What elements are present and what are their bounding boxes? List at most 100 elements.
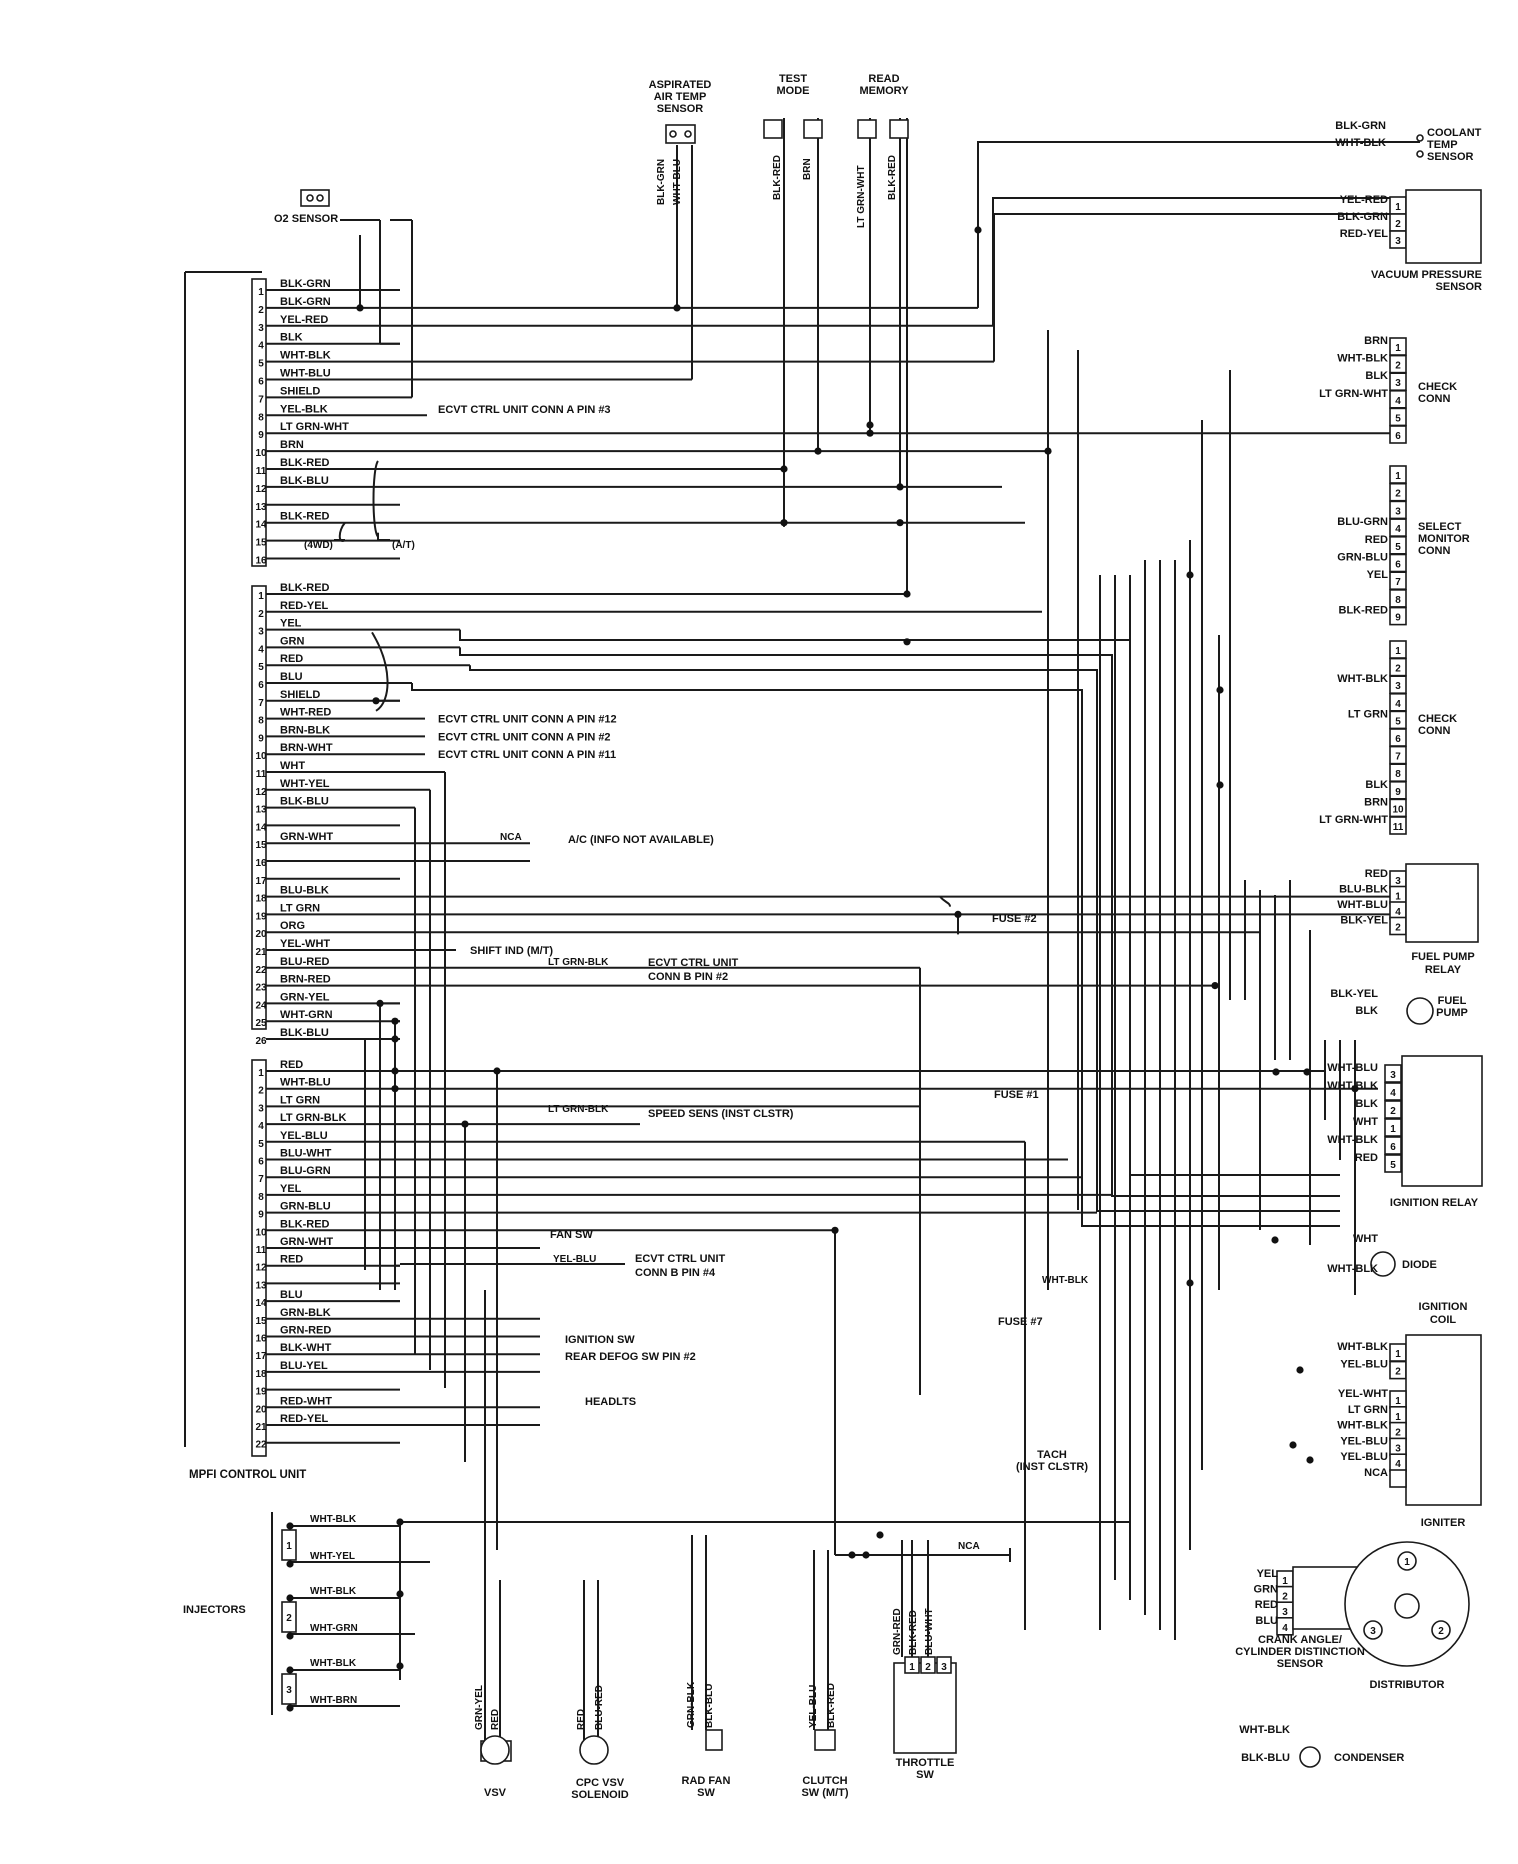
rad-fan-sw-body [705, 1729, 723, 1751]
label: 1 [909, 1662, 915, 1673]
wire-label: BLK [1365, 370, 1388, 382]
label: NCA [500, 832, 522, 843]
junction-dot [896, 483, 904, 491]
junction-dot [903, 590, 911, 598]
label: WHT-YEL [310, 1551, 355, 1562]
label: MONITOR [1418, 533, 1470, 545]
pin-number: 2 [1395, 489, 1401, 500]
label: RED [490, 1709, 501, 1730]
junction-dot [356, 304, 364, 312]
label: CPC VSV [576, 1777, 625, 1789]
label: SENSOR [1427, 151, 1474, 163]
label: GRN-RED [892, 1608, 903, 1655]
wire-label: BLU-GRN [1337, 516, 1388, 528]
wire-label: WHT-BLK [1337, 353, 1388, 365]
ecu-pin-number: 11 [256, 466, 267, 477]
wire-label: GRN [1254, 1584, 1279, 1596]
label: IGNITION RELAY [1390, 1197, 1479, 1209]
label: HEADLTS [585, 1396, 636, 1408]
wire-label: RED [1365, 534, 1388, 546]
coil-igniter-body [1405, 1334, 1482, 1506]
connector-pin [1389, 816, 1407, 835]
wire-label: BLK-YEL [1330, 988, 1378, 1000]
wire [469, 665, 1340, 1212]
ecu-pin-number: 13 [255, 805, 267, 816]
wire-label: WHT-BLU [1327, 1062, 1378, 1074]
ecu-wire-label: GRN-RED [280, 1325, 331, 1337]
ecu-wire-label: BLK-RED [280, 582, 330, 594]
dist-terminal [1397, 1551, 1417, 1571]
ecu-pin-number: 19 [255, 911, 267, 922]
wire-label: YEL-WHT [1338, 1388, 1388, 1400]
label: WHT-BLU [672, 159, 683, 205]
label: PUMP [1436, 1007, 1468, 1019]
ecu-wire-label: GRN-WHT [280, 831, 333, 843]
junction-dot [876, 1531, 884, 1539]
connector-pin [1389, 425, 1407, 444]
pin-number: 3 [1395, 378, 1401, 389]
ecu-conn-c [251, 1059, 267, 1457]
aspirated-sensor-body [665, 124, 696, 144]
pin-number: 2 [1390, 1106, 1396, 1117]
pin-number: 2 [1395, 923, 1401, 934]
label: AIR TEMP [654, 91, 707, 103]
junction-dot [461, 1120, 469, 1128]
ecu-pin-number: 12 [255, 1263, 267, 1274]
injector-body [281, 1529, 297, 1561]
wire-label: LT GRN [1348, 708, 1388, 720]
ecu-wire-label: BLK-RED [280, 1218, 330, 1230]
ecu-pin-number: 9 [258, 430, 264, 441]
pin-number: 8 [1395, 769, 1401, 780]
wire-label: BLU [1255, 1615, 1278, 1627]
pin [1416, 134, 1424, 142]
wire [411, 683, 1340, 1227]
pin-number: 3 [1395, 876, 1401, 887]
label: WHT-BLK [1042, 1275, 1089, 1286]
ecu-pin-number: 10 [255, 751, 267, 762]
ecu-wire-label: LT GRN-WHT [280, 421, 349, 433]
label: CONN [1418, 545, 1450, 557]
wire-label: YEL [1367, 569, 1389, 581]
junction-dot [396, 1590, 404, 1598]
junction-dot [1211, 982, 1219, 990]
ecu-pin-number: 2 [258, 305, 264, 316]
ecu-wire-label: WHT-RED [280, 707, 331, 719]
label: ECVT CTRL UNIT [648, 957, 739, 969]
pin-number: 1 [1282, 1576, 1288, 1587]
pin-number: 2 [1395, 664, 1401, 675]
ecu-wire-label: GRN-YEL [280, 991, 330, 1003]
label: VACUUM PRESSURE [1371, 269, 1482, 281]
label: BLK-BLU [704, 1684, 715, 1728]
ignition-relay-body [1401, 1055, 1483, 1187]
wire-label: WHT-BLK [1327, 1263, 1378, 1275]
ecu-pin-number: 4 [258, 644, 264, 655]
label: WHT-BLK [310, 1586, 357, 1597]
ecu-pin-number: 7 [258, 394, 264, 405]
ecu-wire-label: WHT-BLK [280, 350, 331, 362]
label: ECVT CTRL UNIT CONN A PIN #2 [438, 731, 611, 743]
wire-label: WHT-BLK [1327, 1134, 1378, 1146]
fuel-pump-relay-body [1405, 863, 1479, 943]
ecu-pin-number: 2 [258, 1086, 264, 1097]
ecu-pin-number: 22 [255, 965, 267, 976]
component-boxes [251, 119, 1483, 1768]
wire-label: YEL [1257, 1568, 1279, 1580]
junction-dot [391, 1085, 399, 1093]
ecu-pin-number: 17 [255, 876, 267, 887]
ecu-pin-number: 21 [255, 947, 267, 958]
connector-pin [1384, 1064, 1402, 1083]
label: BLU-WHT [924, 1608, 935, 1655]
label: READ [868, 73, 899, 85]
wire-label: LT GRN [1348, 1404, 1388, 1416]
label: ECVT CTRL UNIT CONN A PIN #12 [438, 714, 617, 726]
ecu-wire-label: RED-WHT [280, 1395, 332, 1407]
ecu-wire-label: BLU-BLK [280, 885, 329, 897]
ecu-wire-label: YEL [280, 1183, 302, 1195]
ecu-pin-number: 15 [255, 538, 267, 549]
label: TEMP [1427, 139, 1458, 151]
label: LT GRN-BLK [548, 1104, 609, 1115]
junction-dot [372, 697, 380, 705]
pin [684, 130, 692, 138]
label: 1 [1404, 1557, 1410, 1568]
